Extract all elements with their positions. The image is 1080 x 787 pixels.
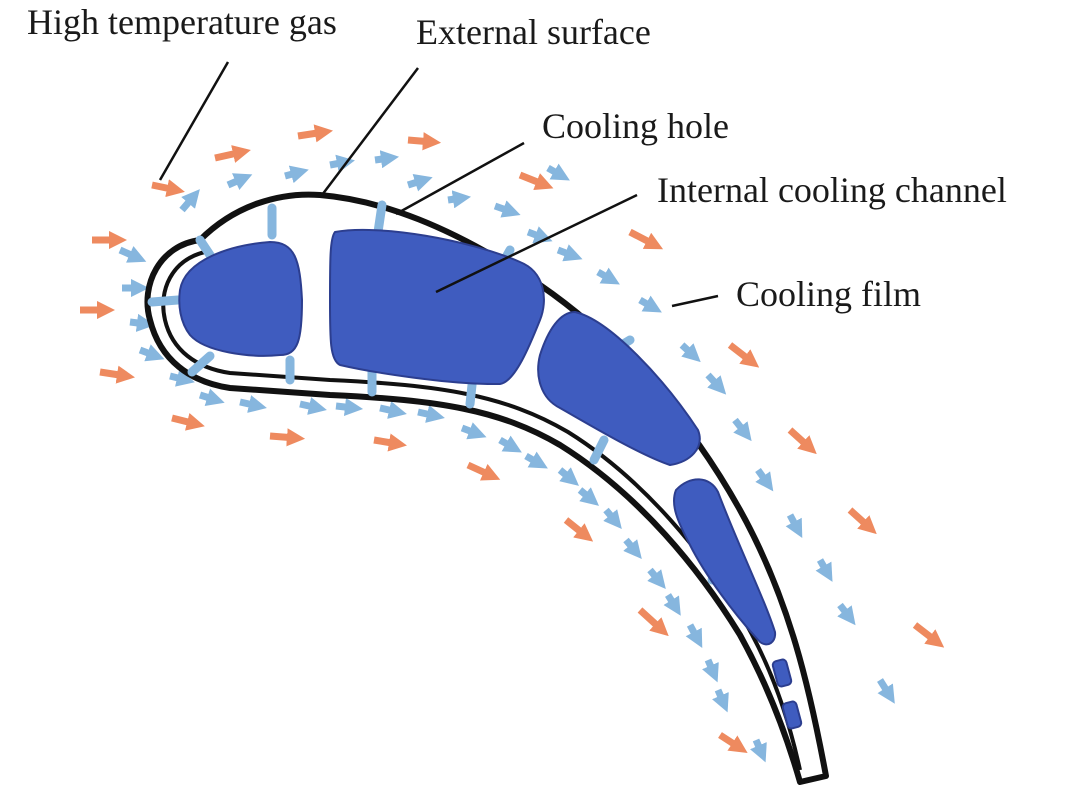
hot-gas-arrow [727,342,760,368]
label-cooling-film: Cooling film [736,274,922,314]
cooling-film-arrows [118,150,895,763]
channel-5 [771,658,793,688]
high-temperature-gas-arrows [80,124,945,753]
hot-gas-arrow [297,124,333,143]
cooling-film-arrow [815,558,833,582]
cooling-film-arrow [557,467,579,486]
cooling-film-arrow [299,397,327,415]
cooling-film-arrow [329,154,355,173]
cooling-film-arrow [556,244,583,262]
hot-gas-arrow [466,461,501,481]
cooling-film-arrow [702,658,719,683]
channel-3 [537,310,701,467]
hot-gas-arrow [151,179,185,198]
leader-cooling-hole [395,141,525,216]
label-external-surface: External surface [416,12,651,52]
cooling-film-arrow [705,372,727,395]
hot-gas-arrow [912,622,945,648]
cooling-film-arrow [647,567,666,589]
label-cooling-hole: Cooling hole [542,106,729,146]
leader-lines [158,61,719,308]
cooling-film-arrow [577,487,599,506]
cooling-film-arrow [596,267,620,285]
cooling-film-arrow [524,451,548,469]
cooling-film-arrow [374,150,400,169]
hot-gas-arrow [787,427,817,455]
cooling-film-arrow [198,388,225,406]
cooling-film-arrow [877,678,895,704]
cooling-film-arrow [226,173,253,190]
cooling-film-arrow [712,688,729,713]
cooling-film-arrow [138,344,165,362]
cooling-film-arrow [129,313,156,332]
hot-gas-arrow [847,507,877,535]
cooling-film-arrow [379,401,407,419]
cooling-film-arrow [169,368,195,387]
hot-gas-arrow [407,132,442,151]
hot-gas-arrow [628,228,664,250]
channel-6 [781,700,803,730]
cooling-film-arrow [679,342,701,363]
hot-gas-arrow [637,607,669,637]
cooling-film-arrow [785,513,803,539]
leader-high-temperature-gas [158,61,230,181]
internal-cooling-channels [178,228,803,730]
hot-gas-arrow [214,145,251,163]
cooling-film-arrow [526,226,553,244]
label-high-temperature-gas: High temperature gas [27,2,337,42]
hot-gas-arrow [99,365,135,384]
cooling-film-arrow [406,174,433,192]
cooling-film-arrow [837,602,856,626]
label-internal-cooling-channel: Internal cooling channel [657,170,1007,210]
cooling-film-arrow [546,163,570,181]
cooling-film-arrow [284,165,309,184]
cooling-film-arrow [755,467,774,492]
cooling-film-arrow [603,507,622,529]
hot-gas-arrow [518,171,554,191]
cooling-film-arrow [750,738,767,763]
cooling-film-arrow [417,405,445,423]
cooling-film-arrow [493,200,521,218]
blade-external-surface [144,191,829,785]
cooling-film-arrow [498,435,522,453]
leader-external-surface [321,67,419,196]
cooling-film-arrow [179,189,200,213]
cooling-film-arrow [239,395,267,413]
cooling-film-arrow [685,623,703,649]
leader-internal-cooling-channel [435,193,638,294]
hot-gas-arrow [269,428,306,447]
cooling-film-arrow [447,190,472,209]
channel-2 [329,228,545,386]
hot-gas-arrow [718,732,748,753]
cooling-film-arrow [623,537,642,559]
leader-cooling-film [671,294,719,308]
channel-1 [178,240,304,357]
cooling-film-arrow [118,245,147,263]
cooling-film-arrow [335,397,364,417]
cooling-film-arrow [460,422,487,440]
cooling-film-arrow [663,593,681,616]
hot-gas-arrow [563,517,594,542]
channel-4 [672,478,777,646]
hot-gas-arrow [373,433,407,452]
cooling-film-arrow [732,417,752,442]
hot-gas-arrow [171,412,205,431]
cooling-film-arrow [638,295,662,313]
